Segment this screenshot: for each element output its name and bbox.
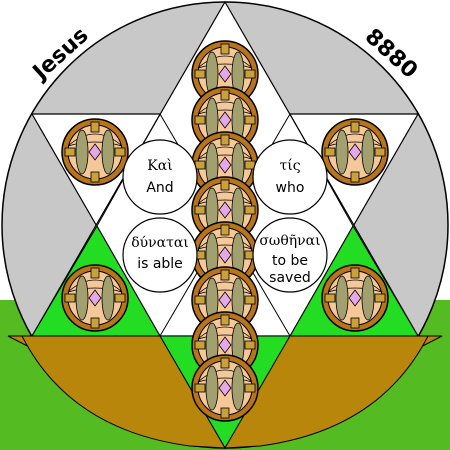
earth-band-right <box>224 335 429 449</box>
english-word: And <box>146 180 173 196</box>
word-circle-to-be-saved: σωθῆναι to be saved <box>252 217 328 293</box>
english-word: who <box>276 180 305 196</box>
english-word: to be <box>272 253 308 269</box>
cross-column <box>191 40 259 422</box>
word-circle-who: τίς who <box>252 139 328 215</box>
greek-word: δύναται <box>131 235 189 251</box>
word-circle-is-able: δύναται is able <box>122 217 198 293</box>
earth-band <box>21 335 226 449</box>
word-circle-and: Καὶ And <box>122 139 198 215</box>
greek-word: Καὶ <box>147 157 172 174</box>
greek-word: τίς <box>279 157 300 174</box>
english-word: is able <box>137 256 183 272</box>
greek-word: σωθῆναι <box>259 233 320 249</box>
english-word-line2: saved <box>269 270 311 286</box>
